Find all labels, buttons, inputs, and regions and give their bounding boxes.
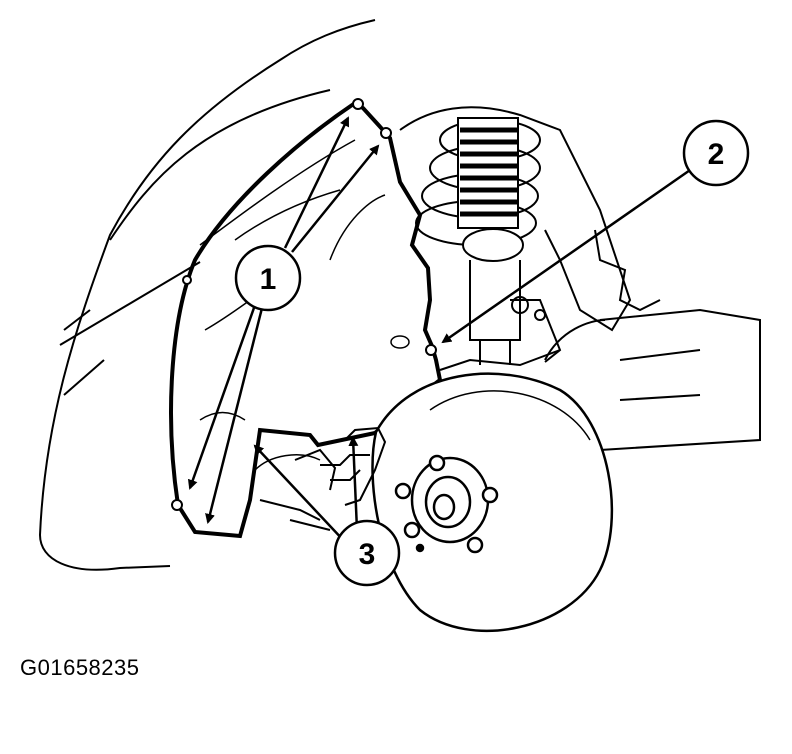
fender-outline xyxy=(39,19,376,571)
callout-3: 3 xyxy=(333,519,401,587)
arrow-2 xyxy=(441,166,694,344)
arrow-3-a xyxy=(253,444,346,543)
arrow-3-b xyxy=(348,436,359,531)
callout-1-label: 1 xyxy=(260,263,277,296)
wiring-harness xyxy=(259,426,387,531)
splash-shield xyxy=(169,98,443,539)
arrow-1-upper-b xyxy=(291,144,380,253)
callout-1: 1 xyxy=(234,244,302,312)
leader-arrows xyxy=(187,116,694,543)
callout-2-label: 2 xyxy=(708,138,725,171)
callout-3-label: 3 xyxy=(359,538,376,571)
strut-assembly xyxy=(399,106,761,451)
figure-id-label: G01658235 xyxy=(20,655,140,680)
arrow-1-upper-a xyxy=(283,116,350,249)
callout-2: 2 xyxy=(682,119,750,187)
brake-rotor xyxy=(371,372,614,632)
arrow-1-lower-a xyxy=(187,304,257,490)
arrow-1-lower-b xyxy=(205,307,264,524)
